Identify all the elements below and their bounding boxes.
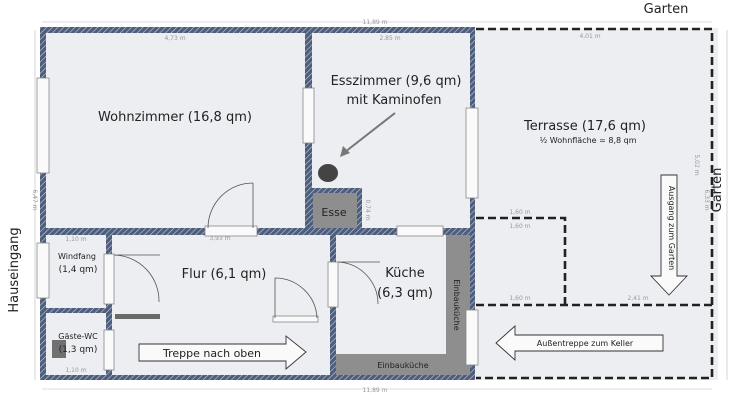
label-windfang: Windfang [58,252,96,261]
label-gaeste-wc: Gäste-WC [58,332,98,341]
stair-railing [115,314,160,319]
dim-terrasse-depth: 5,02 m [693,154,700,175]
terrace-floor [475,28,718,380]
window-icon [302,87,315,144]
label-terrasse: Terrasse (17,6 qm) [523,119,646,134]
treppe-arrow [138,335,307,370]
esse-box [313,193,357,228]
label-kaminofen: mit Kaminofen [346,93,441,108]
label-gaeste-wc-area: (1,3 qm) [59,345,98,355]
arrow-to-stove [344,112,396,153]
dim-terrasse-bottom: 2,41 m [627,295,648,302]
label-esse: Esse [321,206,346,219]
dim-terrasse: 4,01 m [579,33,600,40]
windows [36,77,479,371]
label-einbaukueche-vertical: Einbauküche [452,279,461,330]
label-flur: Flur (6,1 qm) [182,267,267,282]
dim-wohnzimmer: 4,73 m [164,35,185,42]
label-garten-right: Garten [710,168,725,213]
dim-total-bottom: 11,89 m [363,387,388,394]
label-aussentreppe: Außentreppe zum Keller [537,339,634,348]
label-esszimmer: Esszimmer (9,6 qm) [331,74,462,89]
label-wohnzimmer: Wohnzimmer (16,8 qm) [98,110,252,125]
stove-icon [318,164,338,182]
dim-stair-1: 1,60 m [509,209,530,216]
label-kueche: Küche [385,266,425,281]
dimension-lines [34,21,728,390]
window-icon [465,107,479,199]
door-frame [103,329,115,371]
window-icon [396,225,444,237]
label-garten-top: Garten [644,2,689,17]
label-ausgang: Ausgang zum Garten [667,186,676,271]
terrace-outline [476,27,714,380]
room-windfang [46,235,106,308]
einbaukueche-horizontal [336,354,470,375]
room-wohnzimmer [46,33,305,228]
door-frame [103,253,115,305]
door-swings [113,182,380,319]
label-treppe: Treppe nach oben [162,347,261,360]
door-frame [327,261,339,308]
room-flur [112,235,330,318]
dim-esse: 0,74 m [364,199,371,220]
dim-stair-3: 1,60 m [509,295,530,302]
label-einbaukueche-horizontal: Einbauküche [377,361,428,370]
label-windfang-area: (1,4 qm) [59,265,98,275]
window-icon [36,77,50,174]
dim-total-depth: 6,33 m [703,189,710,210]
door-frame [204,225,258,237]
dim-windfang: 1,10 m [65,236,86,243]
dim-esszimmer: 2,85 m [379,35,400,42]
label-kueche-area: (6,3 qm) [377,286,433,301]
aussentreppe-arrow [495,324,664,362]
dim-wc: 1,10 m [65,367,86,374]
label-hauseingang: Hauseingang [7,227,22,312]
dim-stair-2: 1,60 m [509,223,530,230]
dim-flur: 3,93 m [209,235,230,242]
dim-total-depth-left: 6,47 m [31,189,38,210]
ausgang-arrow [649,174,689,296]
toilet-icon [52,340,66,358]
dim-total-top: 11,89 m [363,19,388,26]
window-icon [36,242,50,299]
door-frame [272,315,319,323]
window-icon [465,309,479,366]
label-terrasse-note: ½ Wohnfläche = 8,8 qm [539,136,636,145]
